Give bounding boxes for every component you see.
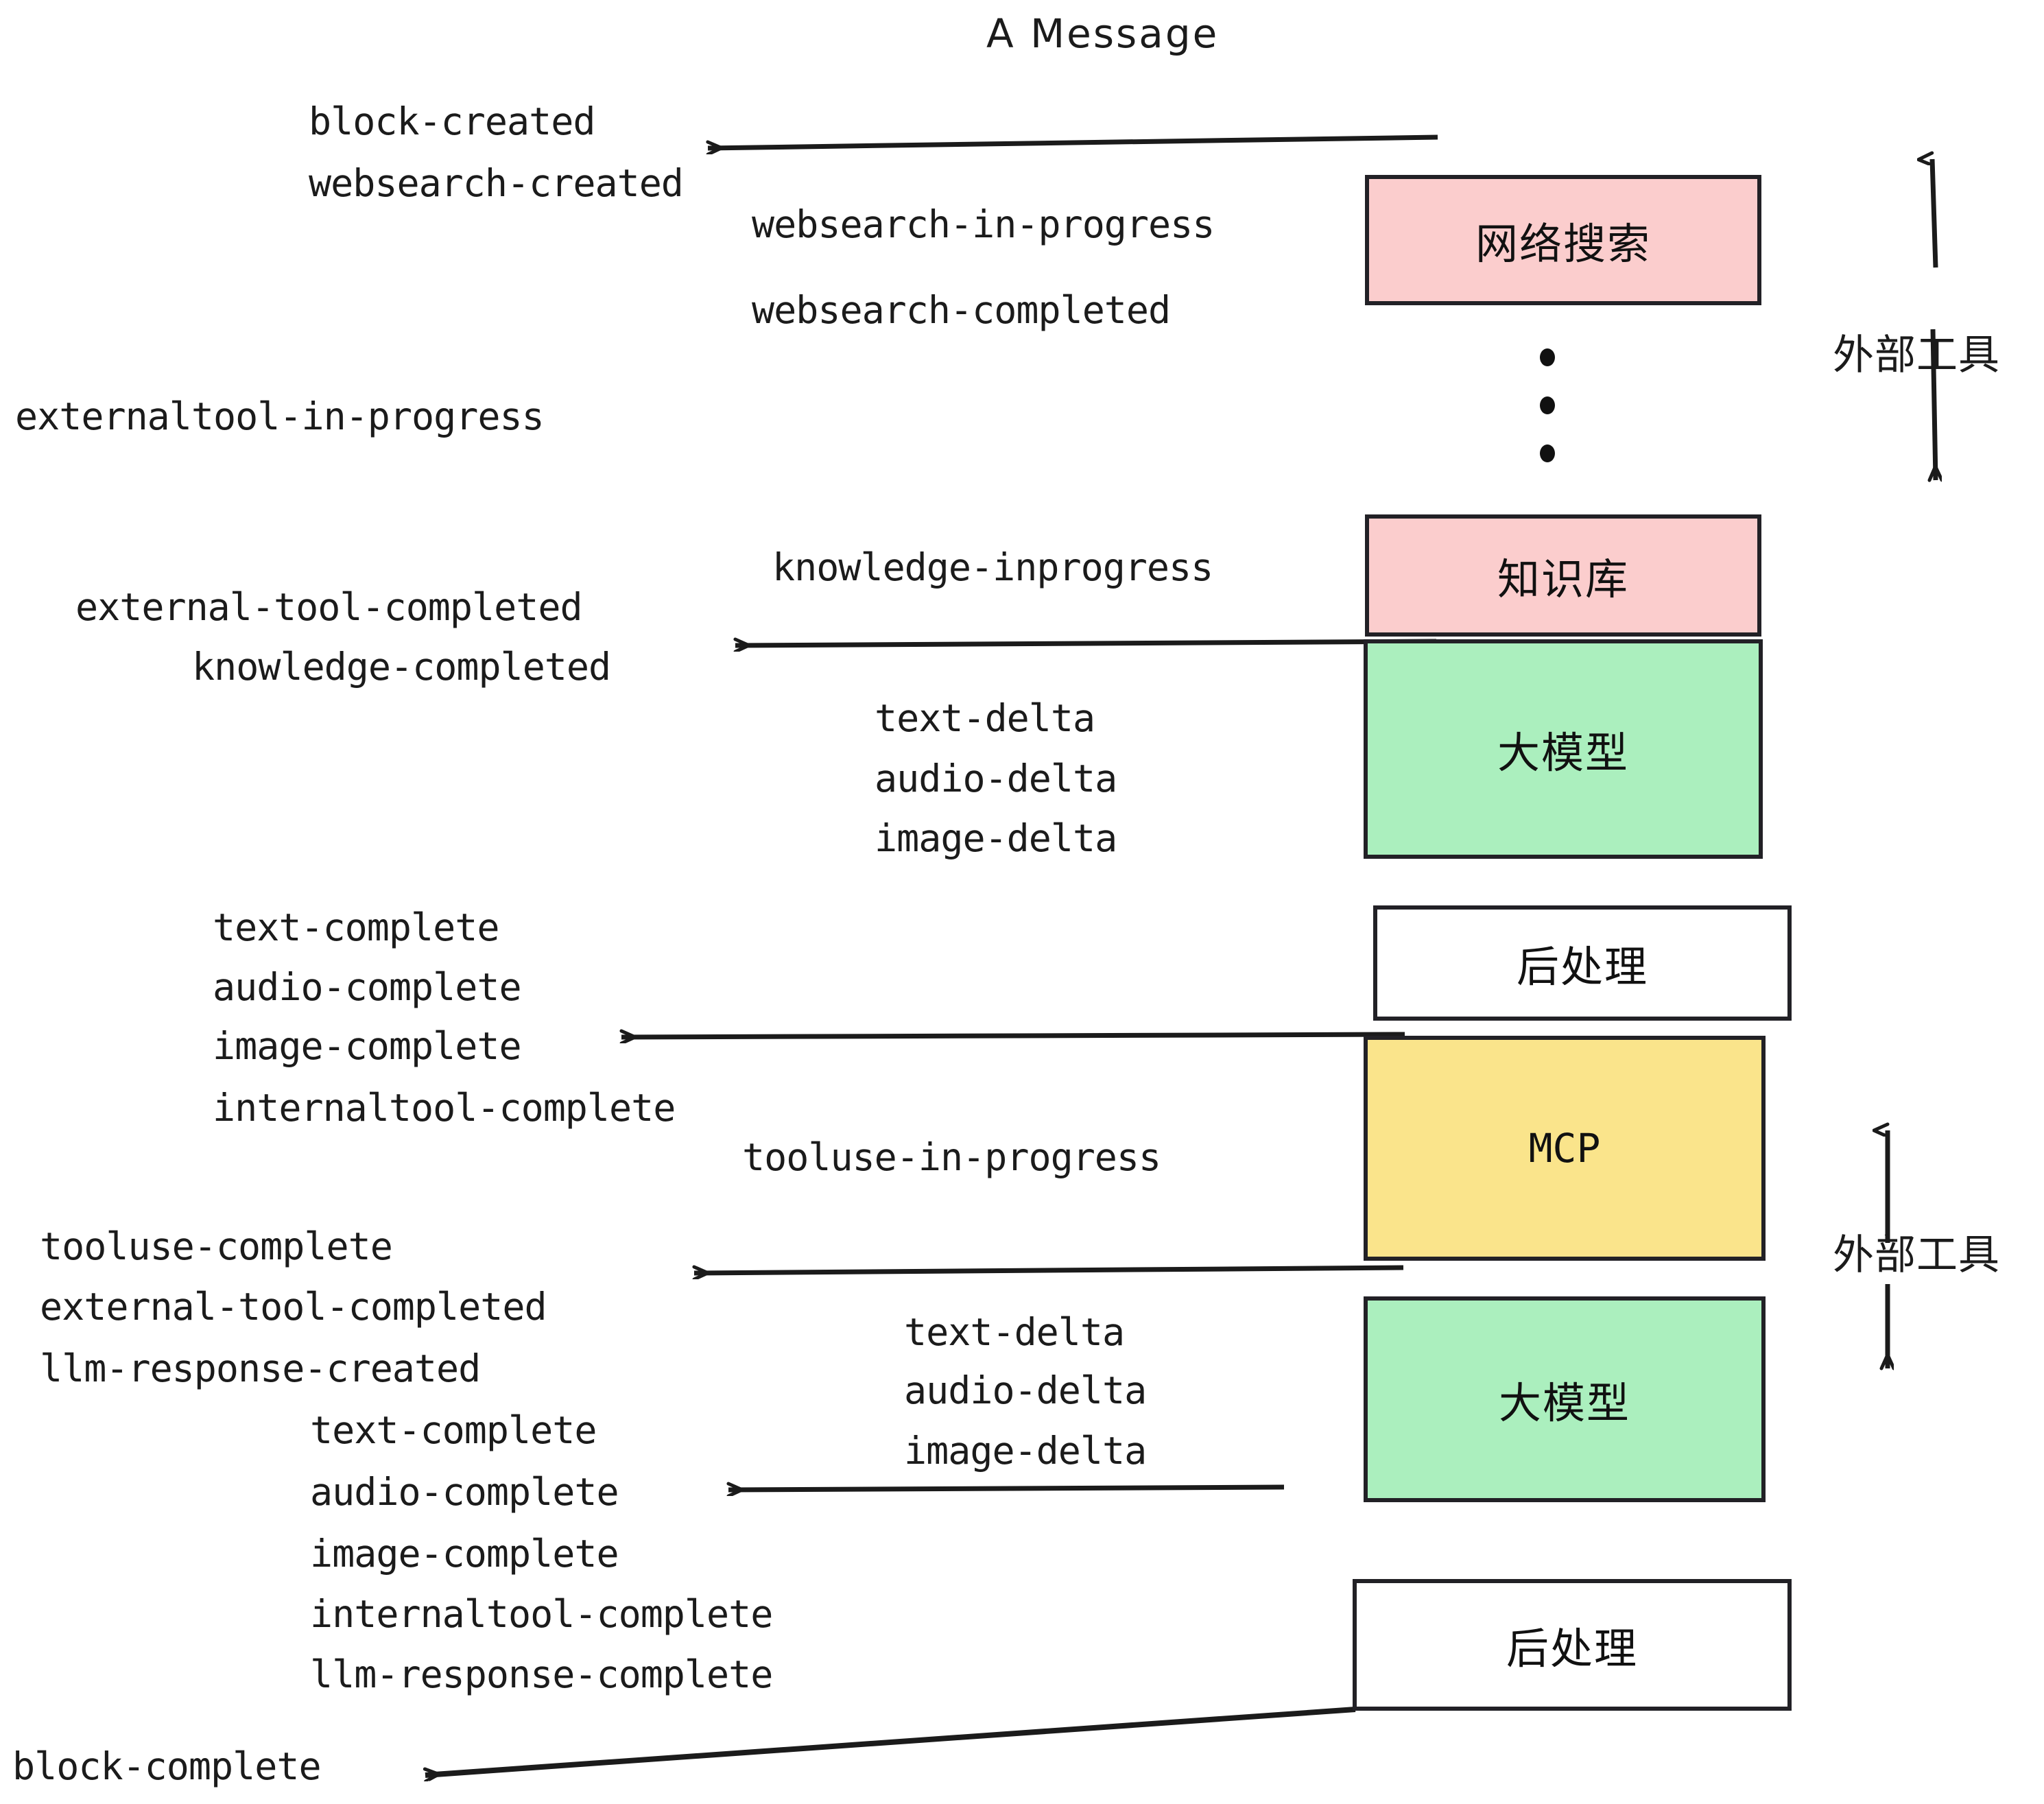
arrow-knowledge-return: [735, 641, 1437, 645]
arrow-postprocess-return-2: [425, 1707, 1356, 1775]
node-knowledge-base[interactable]: 知识库: [1365, 514, 1761, 637]
event-image-complete-1: image-complete: [213, 1024, 522, 1068]
node-mcp-label: MCP: [1528, 1125, 1601, 1172]
event-tooluse-in-progress: tooluse-in-progress: [742, 1135, 1161, 1179]
node-postprocess-1-label: 后处理: [1516, 942, 1648, 992]
event-llm-response-created: llm-response-created: [40, 1346, 481, 1390]
node-postprocess-1[interactable]: 后处理: [1373, 905, 1792, 1021]
node-llm-2-label: 大模型: [1498, 1378, 1630, 1428]
event-knowledge-completed: knowledge-completed: [192, 645, 611, 689]
event-websearch-in-progress: websearch-in-progress: [752, 202, 1215, 246]
event-image-complete-2: image-complete: [310, 1532, 619, 1576]
event-externaltool-in-progress: externaltool-in-progress: [15, 394, 545, 438]
event-external-tool-completed-2: external-tool-completed: [40, 1285, 547, 1329]
node-llm-1-label: 大模型: [1497, 728, 1629, 778]
arrow-external-tools-down-1: [1933, 329, 1936, 480]
event-image-delta-2: image-delta: [904, 1429, 1147, 1473]
arrow-llm-return: [728, 1487, 1285, 1490]
node-knowledge-base-label: 知识库: [1497, 554, 1629, 604]
node-websearch-label: 网络搜索: [1475, 219, 1651, 269]
event-text-complete-1: text-complete: [213, 905, 499, 949]
event-llm-response-complete: llm-response-complete: [310, 1652, 773, 1696]
ellipsis-dot-1: [1540, 348, 1555, 366]
node-llm-1[interactable]: 大模型: [1364, 639, 1763, 859]
node-mcp[interactable]: MCP: [1364, 1036, 1766, 1261]
node-postprocess-2-label: 后处理: [1506, 1624, 1638, 1674]
ellipsis-dot-2: [1540, 396, 1555, 414]
node-llm-2[interactable]: 大模型: [1364, 1296, 1766, 1502]
event-text-delta-2: text-delta: [904, 1310, 1125, 1354]
event-websearch-created: websearch-created: [309, 161, 684, 205]
event-audio-complete-2: audio-complete: [310, 1470, 619, 1514]
event-internaltool-complete-1: internaltool-complete: [213, 1086, 676, 1130]
event-image-delta-1: image-delta: [875, 816, 1117, 860]
event-text-complete-2: text-complete: [310, 1408, 597, 1452]
event-block-created: block-created: [309, 99, 595, 143]
event-websearch-completed: websearch-completed: [752, 288, 1171, 332]
arrow-external-tools-up-1: [1932, 159, 1938, 268]
event-audio-complete-1: audio-complete: [213, 965, 522, 1009]
event-text-delta-1: text-delta: [875, 696, 1095, 740]
arrow-mcp-return: [694, 1265, 1404, 1273]
arrow-websearch-return: [708, 134, 1438, 148]
side-label-external-tools-2: 外部工具: [1833, 1231, 2000, 1279]
event-tooluse-complete: tooluse-complete: [40, 1224, 393, 1268]
diagram-title: A Message: [986, 10, 1220, 57]
node-websearch[interactable]: 网络搜索: [1365, 175, 1761, 305]
event-internaltool-complete-2: internaltool-complete: [310, 1592, 773, 1636]
ellipsis-dot-3: [1540, 444, 1555, 462]
node-postprocess-2[interactable]: 后处理: [1353, 1579, 1792, 1711]
event-block-complete: block-complete: [12, 1744, 322, 1788]
event-audio-delta-2: audio-delta: [904, 1368, 1147, 1412]
event-knowledge-inprogress: knowledge-inprogress: [772, 545, 1213, 589]
arrow-postprocess-return-1: [621, 1034, 1405, 1037]
event-external-tool-completed-1: external-tool-completed: [75, 585, 583, 629]
side-label-external-tools-1: 外部工具: [1833, 331, 2000, 379]
event-audio-delta-1: audio-delta: [875, 757, 1117, 800]
